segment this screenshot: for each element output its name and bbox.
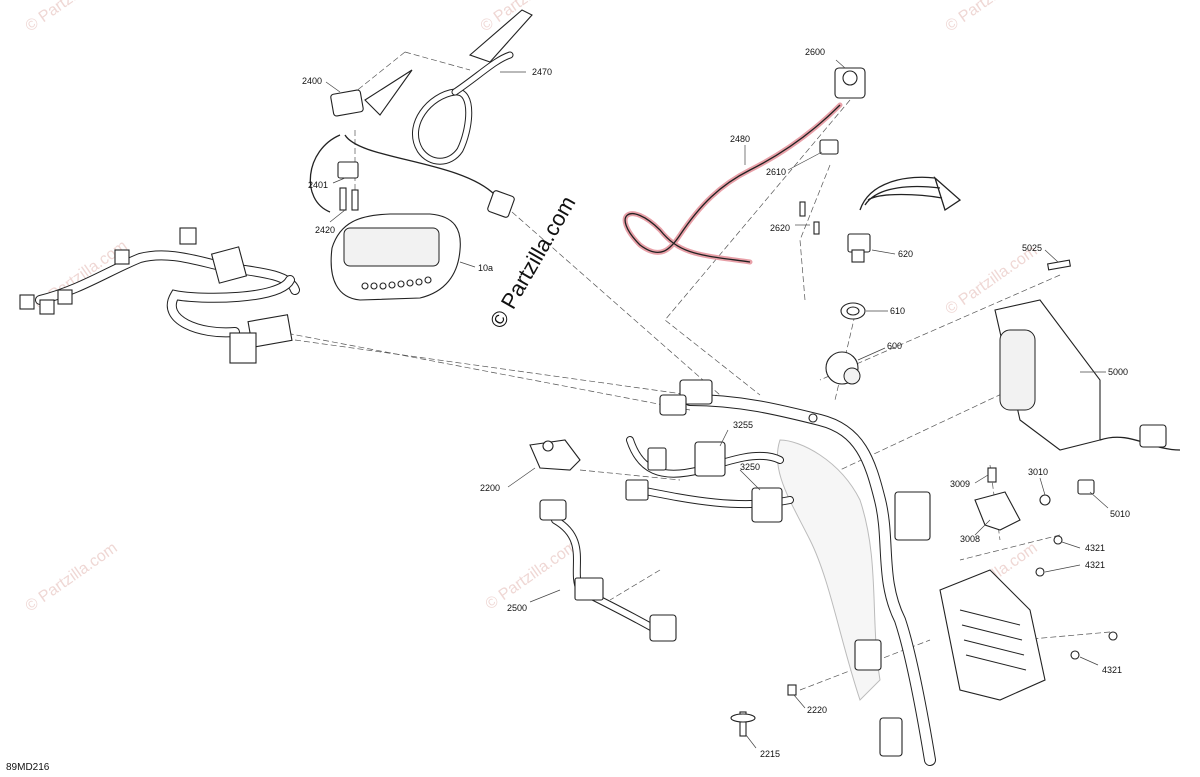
switch-600-610 [825, 302, 866, 385]
part-label-2470[interactable]: 2470 [532, 67, 552, 77]
part-label-3010[interactable]: 3010 [1028, 467, 1048, 477]
part-label-4321[interactable]: 4321 [1085, 560, 1105, 570]
part-label-2400[interactable]: 2400 [302, 76, 322, 86]
part-label-2215[interactable]: 2215 [760, 749, 780, 759]
watermark: © Partzilla.com [943, 0, 1041, 35]
part-label-2200[interactable]: 2200 [480, 483, 500, 493]
part-label-2610[interactable]: 2610 [766, 167, 786, 177]
watermark: © Partzilla.com [23, 0, 121, 35]
part-labels: 2400 2470 2401 2420 10a 2600 2480 2610 2… [302, 47, 1130, 759]
brackets-3008 [974, 467, 1118, 660]
left-harness [19, 227, 300, 364]
control-unit [939, 569, 1046, 701]
part-label-600[interactable]: 600 [887, 341, 902, 351]
fitting-2215 [730, 684, 797, 737]
part-label-620[interactable]: 620 [898, 249, 913, 259]
part-label-3250[interactable]: 3250 [740, 462, 760, 472]
part-label-3255[interactable]: 3255 [733, 420, 753, 430]
sensor-2200 [529, 439, 581, 471]
part-label-4321[interactable]: 4321 [1085, 543, 1105, 553]
coiled-cable-620 [847, 175, 962, 263]
part-label-2500[interactable]: 2500 [507, 603, 527, 613]
main-harness [625, 379, 936, 766]
part-label-3009[interactable]: 3009 [950, 479, 970, 489]
diagram-code: 89MD216 [6, 762, 50, 773]
instrument-cluster-10a [330, 213, 461, 301]
module-5000 [994, 259, 1181, 495]
part-label-2401[interactable]: 2401 [308, 180, 328, 190]
part-label-610[interactable]: 610 [890, 306, 905, 316]
cluster-buttons [361, 276, 432, 290]
part-label-5000[interactable]: 5000 [1108, 367, 1128, 377]
top-left-parts [309, 9, 533, 218]
part-label-10a[interactable]: 10a [478, 263, 493, 273]
watermark: © Partzilla.com [23, 540, 121, 616]
harness-2500 [539, 499, 677, 642]
part-label-3008[interactable]: 3008 [960, 534, 980, 544]
part-label-2420[interactable]: 2420 [315, 225, 335, 235]
wire-2480 [622, 67, 866, 265]
part-label-5010[interactable]: 5010 [1110, 509, 1130, 519]
part-label-5025[interactable]: 5025 [1022, 243, 1042, 253]
part-label-2600[interactable]: 2600 [805, 47, 825, 57]
watermark: © Partzilla.com [483, 538, 581, 614]
part-label-2620[interactable]: 2620 [770, 223, 790, 233]
part-label-4321[interactable]: 4321 [1102, 665, 1122, 675]
leader-lines [325, 59, 1109, 749]
part-label-2480[interactable]: 2480 [730, 134, 750, 144]
part-label-2220[interactable]: 2220 [807, 705, 827, 715]
